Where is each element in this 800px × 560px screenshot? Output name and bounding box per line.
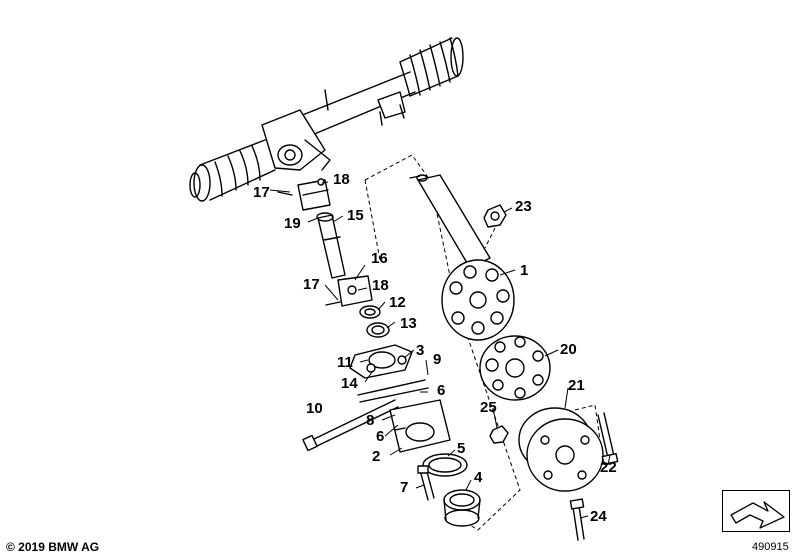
intermediate-shaft	[316, 212, 346, 279]
callout-13: 13	[400, 315, 417, 332]
upper-universal-joint	[277, 178, 331, 211]
callout-4: 4	[474, 469, 483, 486]
callout-24: 24	[590, 508, 607, 525]
callout-11: 11	[337, 354, 353, 371]
diagram-id: 490915	[752, 541, 789, 553]
callout-8: 8	[366, 412, 375, 429]
bearing-rings	[422, 453, 481, 527]
bolt-bottom	[569, 498, 585, 541]
long-bolt	[302, 399, 399, 452]
callout-3: 3	[416, 342, 425, 359]
bolt-right	[597, 412, 619, 466]
flange-plate	[349, 344, 429, 403]
callout-17b: 17	[303, 276, 320, 293]
callout-22: 22	[600, 459, 617, 476]
callout-15: 15	[347, 207, 364, 224]
callout-6b: 6	[376, 428, 385, 445]
callout-19: 19	[284, 215, 301, 232]
callout-6a: 6	[437, 382, 446, 399]
next-page-arrow-icon[interactable]	[730, 501, 785, 529]
callout-21: 21	[568, 377, 585, 394]
copyright-notice: © 2019 BMW AG	[6, 540, 100, 554]
coupling-discs	[518, 404, 604, 492]
callout-10: 10	[306, 400, 323, 417]
callout-2: 2	[372, 448, 381, 465]
next-page-button[interactable]	[722, 490, 790, 532]
callout-16: 16	[371, 250, 388, 267]
callout-25: 25	[480, 399, 497, 416]
lower-universal-joint	[325, 275, 373, 307]
flex-disc-middle	[479, 335, 551, 401]
nut-lower	[489, 425, 509, 444]
callout-20: 20	[560, 341, 577, 358]
flex-disc-upper	[441, 259, 515, 341]
callout-14: 14	[341, 375, 358, 392]
callout-9: 9	[433, 351, 442, 368]
steering-rack	[189, 37, 464, 202]
leader-lines	[269, 181, 611, 519]
callout-12: 12	[389, 294, 406, 311]
callout-18a: 18	[333, 171, 350, 188]
seal-rings	[359, 305, 390, 338]
steering-column-tube	[409, 174, 491, 269]
callout-1: 1	[520, 262, 529, 279]
clamp-housing	[389, 399, 451, 453]
callout-5: 5	[457, 440, 466, 457]
callout-7: 7	[400, 479, 409, 496]
callout-23: 23	[515, 198, 532, 215]
callout-17a: 17	[253, 184, 270, 201]
nut-upper	[483, 204, 507, 249]
callout-18b: 18	[372, 277, 389, 294]
